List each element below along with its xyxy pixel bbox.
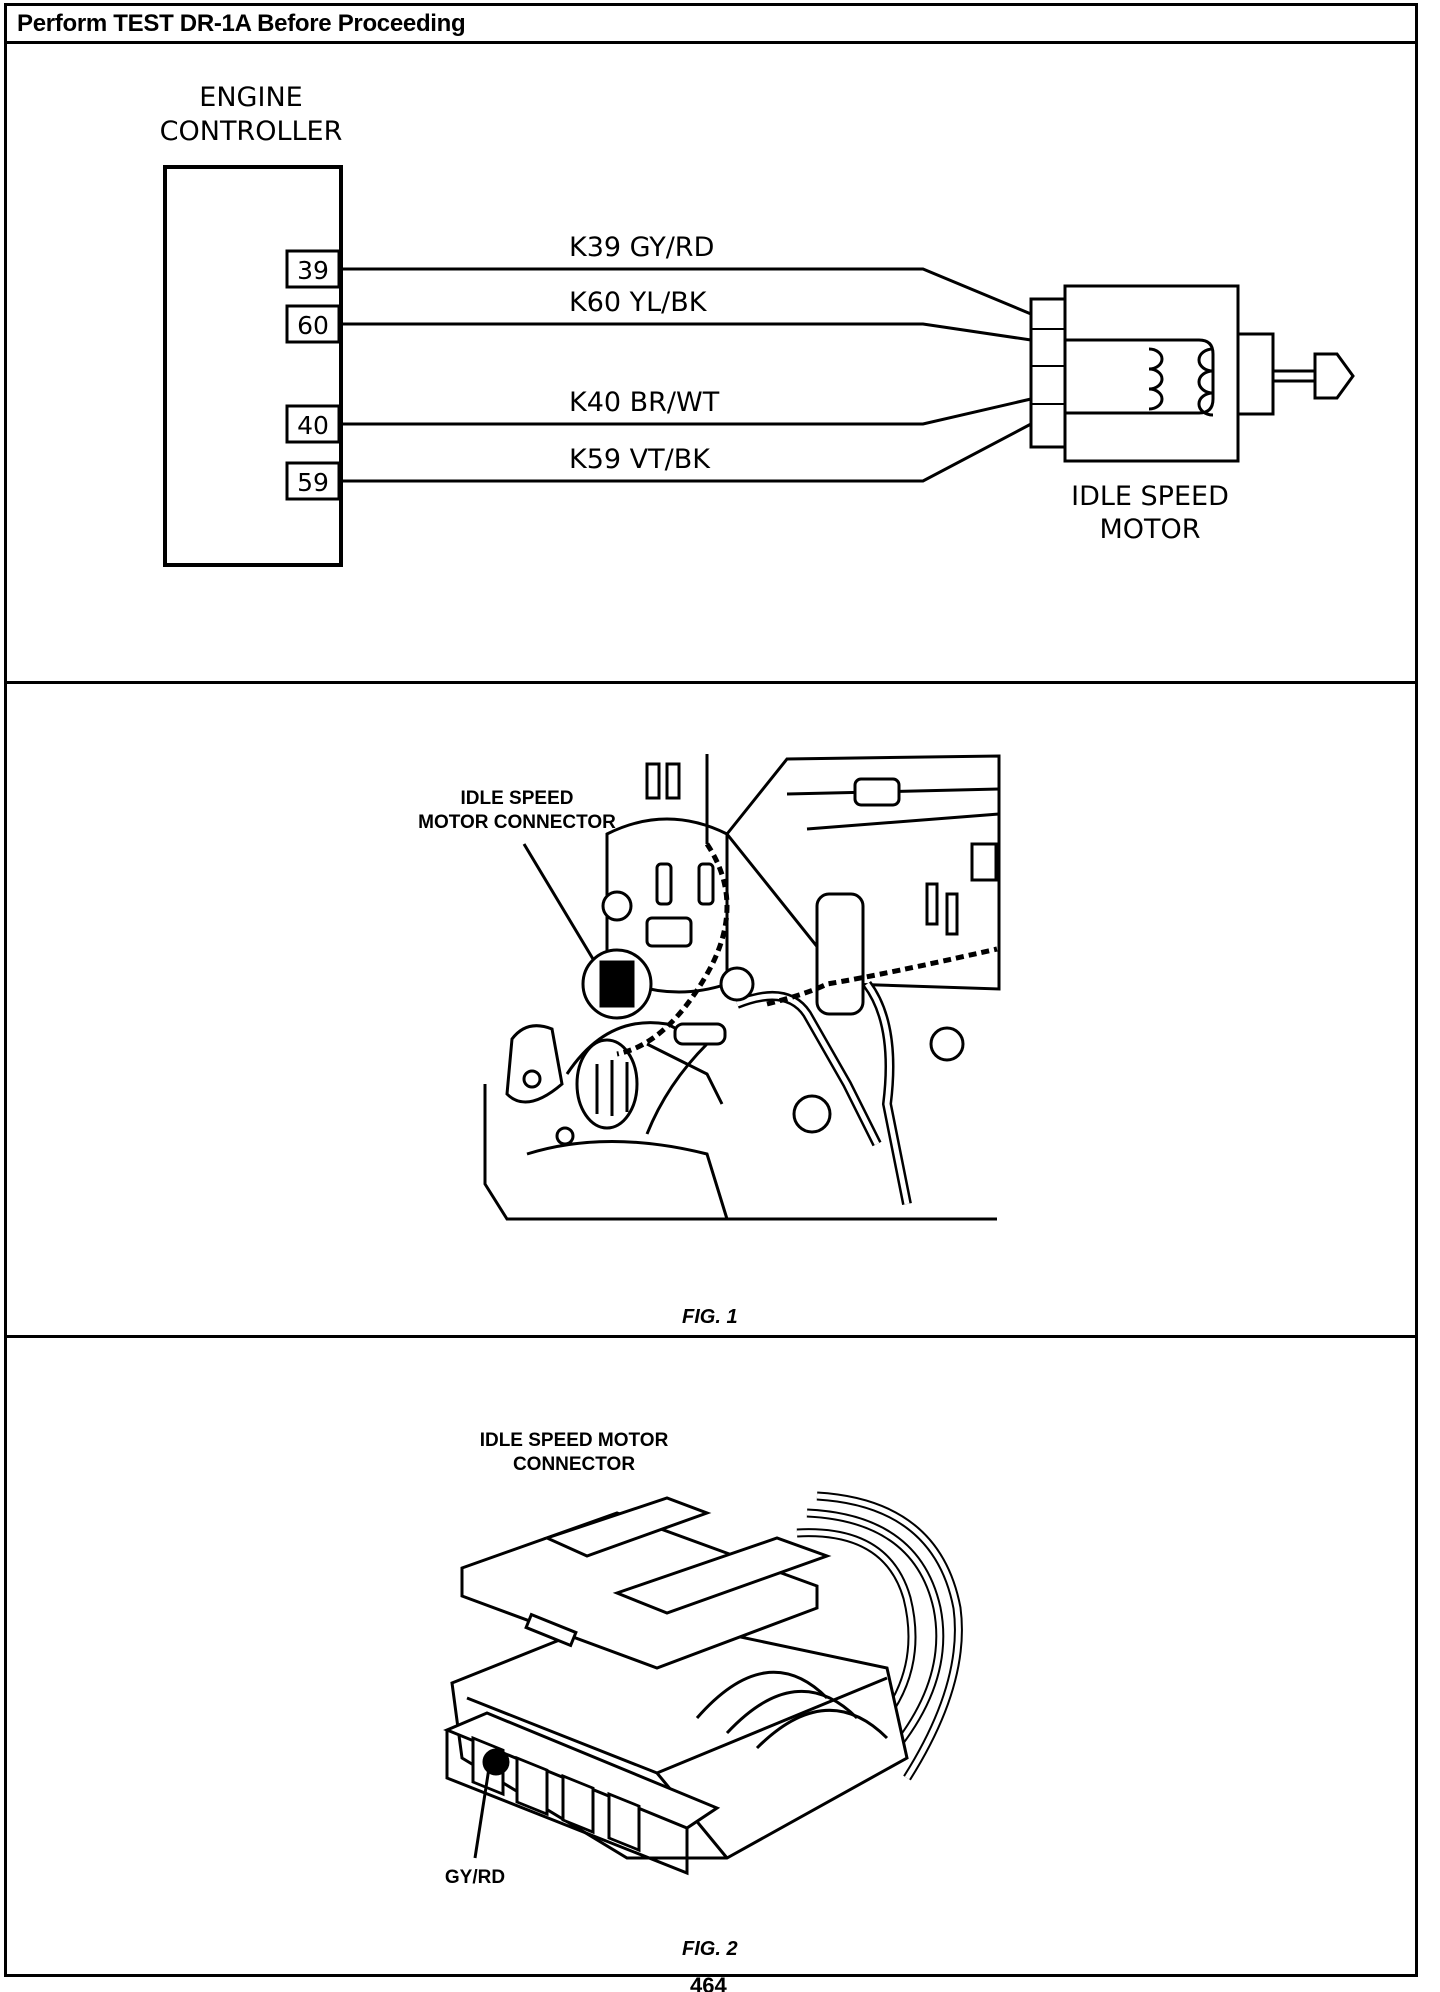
wiring-schematic: ENGINE CONTROLLER 39 60 40 59 [160, 82, 1355, 567]
wiring-schematic-panel: ENGINE CONTROLLER 39 60 40 59 [7, 44, 1415, 684]
fig2-pin-label: GY/RD [445, 1867, 505, 1888]
sheet-header: Perform TEST DR-1A Before Proceeding [7, 6, 1415, 44]
pin-39: 39 [285, 249, 341, 289]
fig2-callout-line2: CONNECTOR [513, 1454, 635, 1475]
connector-illustration: IDLE SPEED MOTOR CONNECTOR [443, 1430, 963, 1888]
pin-40: 40 [285, 404, 341, 444]
fig1-panel: IDLE SPEED MOTOR CONNECTOR [7, 684, 1415, 1338]
motor-label-line2: MOTOR [1099, 514, 1200, 545]
fig1-leader-line [522, 843, 604, 975]
pin-40-label: 40 [297, 411, 329, 440]
engine-controller-box [163, 165, 343, 567]
wire-k40 [339, 397, 1032, 426]
pin-60-label: 60 [297, 311, 329, 340]
pin-59-label: 59 [297, 468, 329, 497]
pin-59: 59 [285, 461, 341, 501]
engine-drawing [483, 754, 1001, 1221]
engine-illustration: IDLE SPEED MOTOR CONNECTOR [418, 754, 1001, 1221]
header-title: Perform TEST DR-1A Before Proceeding [17, 10, 466, 37]
circuit-label-k39: K39 GY/RD [569, 232, 714, 263]
page-number: 464 [690, 1974, 727, 1992]
idle-speed-motor-symbol [1029, 284, 1355, 463]
fig2-callout-line1: IDLE SPEED MOTOR [480, 1430, 669, 1451]
wire-k39 [339, 267, 1032, 316]
wire-k60 [339, 322, 1032, 342]
fig2-leader-line [473, 1767, 491, 1859]
diagnostic-sheet: Perform TEST DR-1A Before Proceeding ENG… [4, 3, 1418, 1977]
wire-k59 [339, 422, 1032, 483]
fig1-callout-line1: IDLE SPEED [461, 788, 574, 809]
controller-label-line1: ENGINE [199, 82, 302, 113]
fig1-callout-line2: MOTOR CONNECTOR [418, 812, 616, 833]
circuit-label-k40: K40 BR/WT [569, 387, 720, 418]
circuit-label-k60: K60 YL/BK [569, 287, 708, 318]
pin-39-label: 39 [297, 256, 329, 285]
circuit-label-k59: K59 VT/BK [569, 444, 711, 475]
fig1-caption: FIG. 1 [682, 1306, 738, 1328]
motor-label-line1: IDLE SPEED [1071, 481, 1229, 512]
connector-drawing [443, 1491, 963, 1876]
fig2-caption: FIG. 2 [682, 1938, 738, 1960]
pin-60: 60 [285, 304, 341, 344]
fig2-panel: IDLE SPEED MOTOR CONNECTOR [7, 1338, 1415, 1974]
controller-label-line2: CONTROLLER [160, 116, 343, 147]
